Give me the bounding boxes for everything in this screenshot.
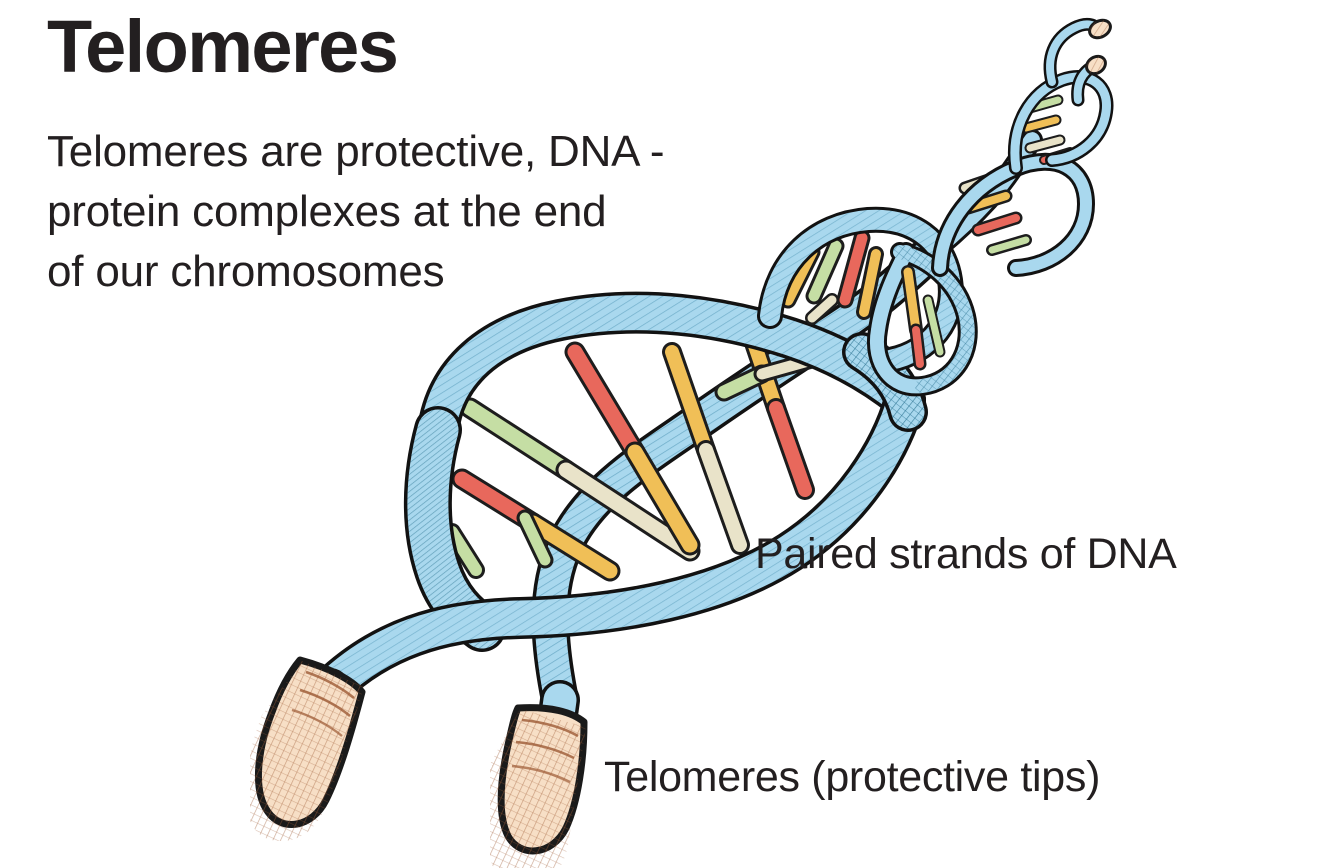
page-title: Telomeres xyxy=(47,5,399,88)
base-pair-rung xyxy=(901,265,923,337)
page-subtitle: Telomeres are protective, DNA - protein … xyxy=(47,127,665,296)
base-pair-rung xyxy=(922,294,946,358)
telomere-tip-top-b xyxy=(1085,54,1107,76)
base-pair-rung xyxy=(856,246,884,320)
base-pair-rungs xyxy=(443,318,821,582)
helix-coil-top xyxy=(1007,17,1114,175)
base-pair-rung xyxy=(836,229,871,309)
telomere-tip-top-a xyxy=(1088,18,1112,40)
base-pair-rung xyxy=(1024,134,1066,154)
base-pair-rung xyxy=(516,509,554,569)
base-pair-rung xyxy=(805,237,845,305)
base-pair-rung xyxy=(805,293,839,325)
base-pair-rung xyxy=(459,397,701,562)
base-pair-rung xyxy=(662,342,750,555)
helix-coil-upper xyxy=(931,152,1096,277)
base-pair-rung xyxy=(986,234,1032,256)
callout-paired-strands-of-dna: Paired strands of DNA xyxy=(755,530,1177,578)
helix-coil-middle xyxy=(757,206,978,397)
base-pair-rung xyxy=(564,341,701,556)
telomere-tip-right xyxy=(490,704,588,868)
base-pair-rung xyxy=(909,323,927,371)
base-pair-rung xyxy=(1020,114,1062,134)
callout-telomeres-protective-tips: Telomeres (protective tips) xyxy=(604,753,1101,801)
base-pair-rung xyxy=(443,523,485,579)
base-pair-rung xyxy=(971,211,1023,237)
